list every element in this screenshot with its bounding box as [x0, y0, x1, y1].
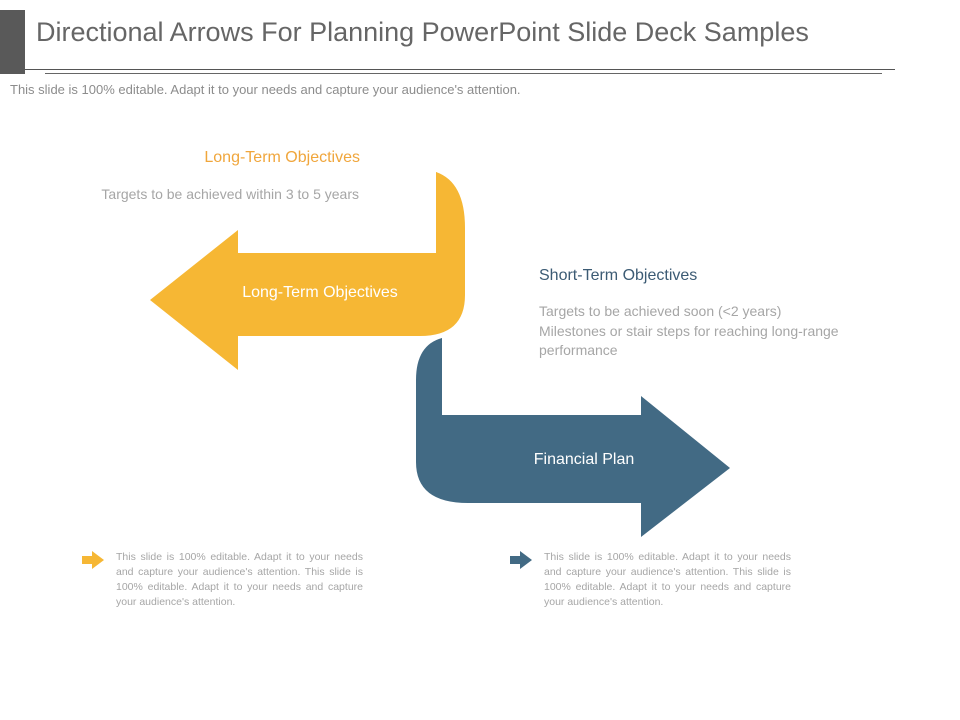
slide-title: Directional Arrows For Planning PowerPoi… — [36, 17, 809, 47]
left-arrow-shape — [150, 172, 465, 370]
arrow-right-icon — [510, 551, 532, 569]
long-term-heading: Long-Term Objectives — [204, 149, 360, 166]
short-term-heading: Short-Term Objectives — [539, 267, 698, 284]
left-arrow-label: Long-Term Objectives — [242, 284, 398, 301]
long-term-description: Targets to be achieved within 3 to 5 yea… — [101, 186, 359, 202]
right-arrow-shape — [416, 338, 730, 537]
right-arrow-label: Financial Plan — [533, 451, 635, 468]
note-text-left: This slide is 100% editable. Adapt it to… — [116, 551, 363, 608]
short-term-description: Targets to be achieved soon (<2 years) M… — [539, 303, 839, 358]
title-accent-bar — [0, 10, 25, 74]
note-text-right: This slide is 100% editable. Adapt it to… — [544, 551, 791, 608]
title-rule-top — [25, 69, 895, 70]
title-rule-bottom — [45, 73, 882, 74]
arrow-right-icon — [82, 551, 104, 569]
slide-subtitle: This slide is 100% editable. Adapt it to… — [10, 82, 521, 97]
